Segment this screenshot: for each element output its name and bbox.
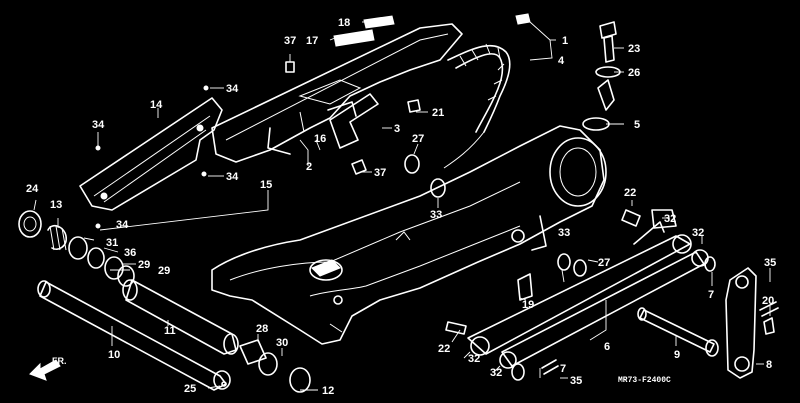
part-label-23: 23 [628,43,640,55]
leader-lines [33,21,771,391]
part-label-20: 20 [762,295,774,307]
part-label-35b: 35 [570,375,582,387]
part-label-37b: 37 [374,167,386,179]
part-labels: 1 2 3 4 5 6 7 7 8 9 10 11 12 13 14 15 16… [26,17,776,397]
drive-chain [443,43,511,169]
pivot-bolt [37,280,227,391]
part-label-8: 8 [766,359,772,371]
part-label-24: 24 [26,183,39,195]
diagram-code: MR73-F2400C [618,376,671,385]
part-label-2: 2 [306,161,312,173]
pivot-bearings-left [18,210,135,287]
part-label-7a: 7 [708,289,714,301]
part-label-4: 4 [558,55,565,67]
chain-case [211,23,463,163]
part-label-9: 9 [674,349,680,361]
part-label-32c: 32 [468,353,480,365]
front-direction-arrow: FR. [29,356,67,381]
shock-mount-bolt [582,21,621,131]
part-label-34a: 34 [226,83,239,95]
part-label-1: 1 [562,35,568,47]
part-label-21: 21 [432,107,444,119]
part-label-33b: 33 [558,227,570,239]
part-label-32d: 32 [490,367,502,379]
part-label-19: 19 [522,299,534,311]
part-label-34d: 34 [116,219,129,231]
part-label-28: 28 [256,323,268,335]
part-label-31: 31 [106,237,118,249]
part-label-33a: 33 [430,209,442,221]
part-label-14: 14 [150,99,163,111]
part-label-37a: 37 [284,35,296,47]
part-label-5: 5 [634,119,640,131]
part-label-22b: 22 [438,343,450,355]
shock-link [725,267,757,379]
part-label-17: 17 [306,35,318,47]
pivot-bearings-right [213,339,311,393]
part-label-11: 11 [164,325,176,337]
chain-slider [79,97,223,211]
part-label-36: 36 [124,247,136,259]
part-label-3: 3 [394,123,400,135]
part-label-7b: 7 [560,363,566,375]
part-label-32a: 32 [664,213,676,225]
part-label-25: 25 [184,383,196,395]
label-plates [333,15,395,47]
part-label-26: 26 [628,67,640,79]
part-label-12: 12 [322,385,334,397]
link-arm-upper [633,209,677,245]
part-label-35a: 35 [764,257,776,269]
part-label-16: 16 [314,133,326,145]
front-direction-label: FR. [52,356,67,366]
link-pivot-bolt [637,307,719,357]
small-parts [95,13,779,387]
part-label-18: 18 [338,17,350,29]
part-label-29b: 29 [158,265,170,277]
part-label-34b: 34 [92,119,105,131]
part-label-34c: 34 [226,171,239,183]
part-label-13: 13 [50,199,62,211]
part-label-6: 6 [604,341,610,353]
swingarm [211,125,607,345]
part-label-32b: 32 [692,227,704,239]
pivot-collar [122,279,239,355]
part-label-15: 15 [260,179,272,191]
part-label-30: 30 [276,337,288,349]
link-plate [467,234,709,369]
part-label-27a: 27 [412,133,424,145]
part-label-22a: 22 [624,187,636,199]
part-label-10: 10 [108,349,120,361]
part-label-29a: 29 [138,259,150,271]
part-label-27b: 27 [598,257,610,269]
